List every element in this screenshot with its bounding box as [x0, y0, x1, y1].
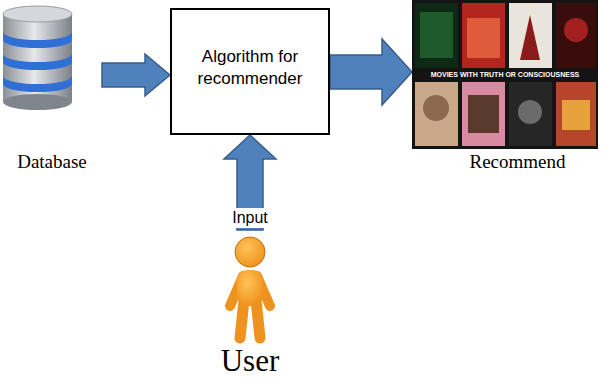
- recommend-node: Recommend: [412, 0, 601, 178]
- collage-caption: MOVIES WITH TRUTH OR CONSCIOUSNESS: [412, 69, 598, 80]
- block-arrow: [102, 54, 170, 96]
- user-node: User: [195, 230, 305, 383]
- block-arrow: [224, 135, 276, 230]
- block-arrow: [330, 39, 412, 105]
- node-label: Database: [17, 150, 87, 174]
- movie-collage: [412, 0, 598, 149]
- box-text: Algorithm for recommender: [182, 46, 318, 89]
- node-label: User: [221, 342, 280, 381]
- database-node: Database: [2, 0, 102, 178]
- node-label: Recommend: [469, 150, 565, 174]
- process-box: Algorithm for recommender: [170, 8, 330, 135]
- edge-label: Input: [228, 208, 272, 228]
- database-icon: [3, 6, 72, 110]
- user-figure: [230, 237, 270, 338]
